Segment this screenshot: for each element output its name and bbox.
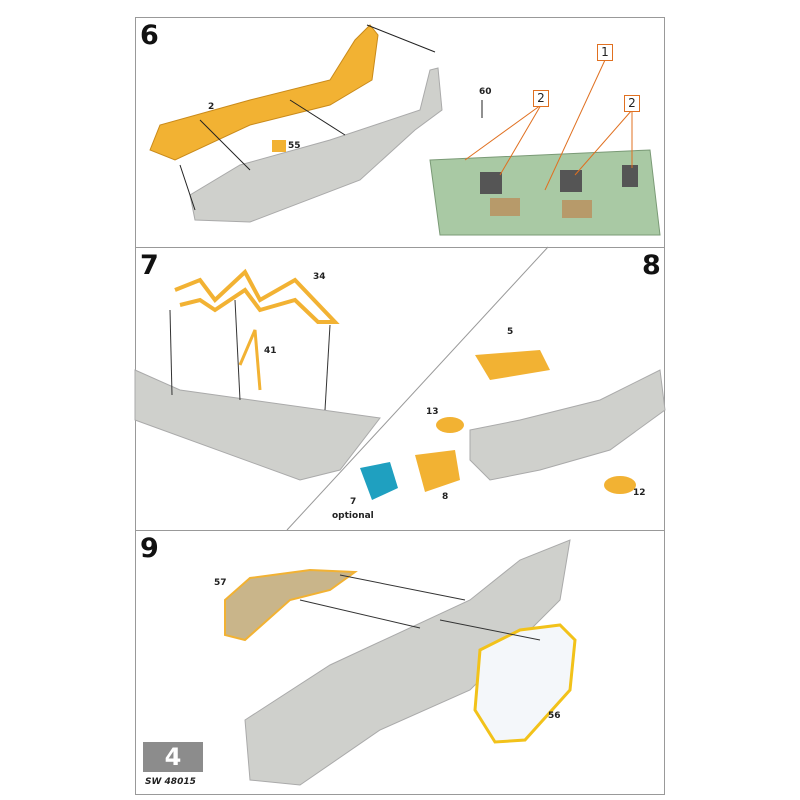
- part-label: 55: [288, 141, 301, 151]
- cockpit-interior: [429, 149, 661, 236]
- page-number: 4: [143, 742, 203, 772]
- step-number: 6: [140, 20, 159, 51]
- part-8: [415, 450, 460, 492]
- part-7-optional: [360, 462, 398, 500]
- guide-line: [339, 574, 466, 601]
- arrow: [199, 119, 251, 171]
- guide-line: [169, 309, 173, 396]
- seat: [562, 200, 592, 218]
- fuselage-step8: [469, 369, 666, 481]
- divider-step7-8: [286, 246, 549, 531]
- callout-box: 1: [597, 44, 613, 61]
- part-label: 5: [507, 327, 514, 337]
- callout-box: 2: [533, 90, 549, 107]
- arrow: [289, 99, 346, 136]
- callout-line: [544, 59, 606, 191]
- part-56: [473, 623, 577, 744]
- part-13: [436, 417, 464, 433]
- arrow: [366, 24, 436, 53]
- seat-back: [480, 172, 502, 194]
- part-label: 34: [313, 272, 326, 282]
- callout-line: [464, 104, 542, 161]
- part-label: 8: [442, 492, 449, 502]
- fuselage-half-part-2: [149, 24, 379, 161]
- part-12: [604, 476, 636, 494]
- part-55: [272, 140, 286, 152]
- fuselage-step7: [134, 369, 381, 481]
- step-number: 8: [642, 250, 661, 281]
- part-label: 2: [208, 102, 215, 112]
- part-label: 12: [633, 488, 646, 498]
- guide-line: [439, 619, 541, 641]
- callout-box: 2: [624, 95, 640, 112]
- callout-line: [574, 109, 633, 176]
- step-number: 9: [140, 533, 159, 564]
- part-label: 56: [548, 711, 561, 721]
- part-41: [238, 329, 262, 391]
- kit-code: SW 48015: [145, 777, 196, 787]
- optional-label: optional: [332, 511, 374, 521]
- seat: [490, 198, 520, 216]
- fuselage-half: [189, 67, 443, 223]
- part-label: 57: [214, 578, 227, 588]
- frame-part-34: [174, 268, 340, 324]
- arrow: [179, 164, 196, 211]
- callout-line: [499, 104, 542, 176]
- seat-back: [560, 170, 582, 192]
- divider-step6: [135, 247, 665, 248]
- step-number: 7: [140, 250, 159, 281]
- guide-line: [324, 324, 331, 411]
- part-57: [224, 568, 358, 642]
- divider-step9: [135, 530, 665, 531]
- guide-line: [234, 299, 241, 401]
- guide-line: [299, 599, 421, 629]
- part-label: 7: [350, 497, 357, 507]
- part-label: 13: [426, 407, 439, 417]
- part-5: [475, 350, 550, 380]
- seat-back: [622, 165, 638, 187]
- fuselage-step9: [244, 539, 571, 786]
- part-label: 60: [479, 87, 492, 97]
- part-label: 41: [264, 346, 277, 356]
